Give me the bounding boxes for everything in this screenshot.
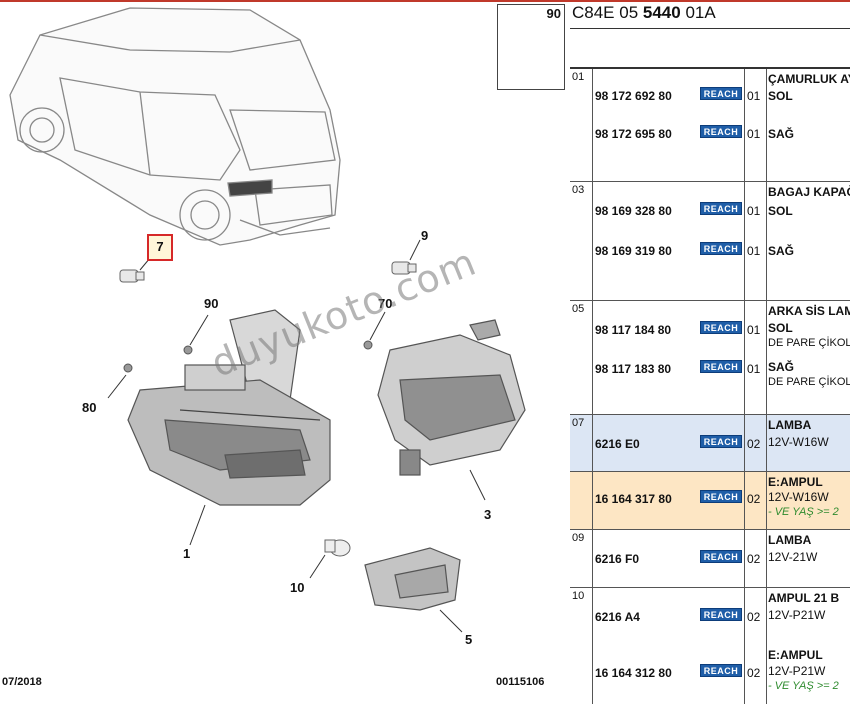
- part-number[interactable]: 6216 F0: [595, 552, 640, 566]
- part-number[interactable]: 16 164 312 80: [595, 666, 672, 680]
- table-group-07[interactable]: 07 LAMBA 6216 E0 REACH 02 12V-W16W: [570, 415, 850, 472]
- part-number[interactable]: 16 164 317 80: [595, 492, 672, 506]
- callout-5[interactable]: 5: [465, 632, 473, 647]
- part-number[interactable]: 6216 E0: [595, 437, 640, 451]
- reach-badge: REACH: [700, 321, 742, 334]
- clip-thumbnail[interactable]: 90: [497, 4, 565, 90]
- part-number[interactable]: 98 172 695 80: [595, 127, 672, 141]
- table-group-07-alt[interactable]: E:AMPUL 16 164 317 80 REACH 02 12V-W16W …: [570, 472, 850, 530]
- reach-badge: REACH: [700, 435, 742, 448]
- part-number[interactable]: 98 117 183 80: [595, 362, 672, 376]
- thumbnail-number: 90: [546, 6, 561, 21]
- reach-badge: REACH: [700, 87, 742, 100]
- parts-table-panel: C84E 05 5440 01A 01 ÇAMURLUK AYDINLATMA …: [570, 0, 850, 704]
- screw-part-70: [363, 340, 373, 350]
- diagram-doc-number: 00115106: [496, 676, 545, 688]
- part-number[interactable]: 98 169 328 80: [595, 204, 672, 218]
- table-group-09[interactable]: 09 LAMBA 6216 F0 REACH 02 12V-21W: [570, 530, 850, 588]
- part-number[interactable]: 6216 A4: [595, 610, 640, 624]
- reach-badge: REACH: [700, 550, 742, 563]
- callout-1[interactable]: 1: [183, 546, 191, 561]
- reach-badge: REACH: [700, 608, 742, 621]
- bulb-w16w-part-7: [119, 269, 145, 283]
- callout-80[interactable]: 80: [82, 400, 97, 415]
- reach-badge: REACH: [700, 242, 742, 255]
- table-header-row: [570, 29, 850, 69]
- tail-lamp-right-part-3: [377, 319, 526, 476]
- callout-10[interactable]: 10: [290, 580, 305, 595]
- part-number[interactable]: 98 117 184 80: [595, 323, 672, 337]
- table-group-01[interactable]: 01 ÇAMURLUK AYDINLATMA 98 172 692 80 REA…: [570, 69, 850, 182]
- header-red-rule: [0, 0, 850, 2]
- callout-7-highlight[interactable]: 7: [147, 234, 173, 261]
- exploded-view-drawing: [9, 7, 549, 633]
- reach-badge: REACH: [700, 202, 742, 215]
- parts-table: 01 ÇAMURLUK AYDINLATMA 98 172 692 80 REA…: [570, 28, 850, 704]
- parts-diagram: 7 9 90 70 80 1 3 10 5 duyukoto.com 07/20…: [2, 7, 549, 688]
- bulb-p21w-part-10: [324, 539, 351, 557]
- part-number[interactable]: 98 169 319 80: [595, 244, 672, 258]
- reference-code: C84E 05 5440 01A: [572, 3, 716, 22]
- reach-badge: REACH: [700, 490, 742, 503]
- reach-badge: REACH: [700, 125, 742, 138]
- table-group-05[interactable]: 05 ARKA SİS LAMBASI 98 117 184 80 REACH …: [570, 301, 850, 415]
- part-number[interactable]: 98 172 692 80: [595, 89, 672, 103]
- bulb-part-9: [391, 261, 417, 275]
- callout-90[interactable]: 90: [204, 296, 219, 311]
- table-group-10[interactable]: 10 AMPUL 21 B 6216 A4 REACH 02 12V-P21W …: [570, 588, 850, 704]
- diagram-date: 07/2018: [2, 676, 42, 688]
- reach-badge: REACH: [700, 664, 742, 677]
- screw-part-80: [123, 363, 133, 373]
- screw-part-90: [183, 345, 193, 355]
- table-group-03[interactable]: 03 BAGAJ KAPAĞI LAMBASI 98 169 328 80 RE…: [570, 182, 850, 301]
- reach-badge: REACH: [700, 360, 742, 373]
- tail-lamp-left-part-1: [127, 309, 331, 506]
- fog-lamp-part-5: [364, 547, 461, 611]
- callout-70[interactable]: 70: [378, 296, 393, 311]
- vehicle-outline: [9, 7, 341, 246]
- callout-9[interactable]: 9: [421, 228, 429, 243]
- callout-3[interactable]: 3: [484, 507, 492, 522]
